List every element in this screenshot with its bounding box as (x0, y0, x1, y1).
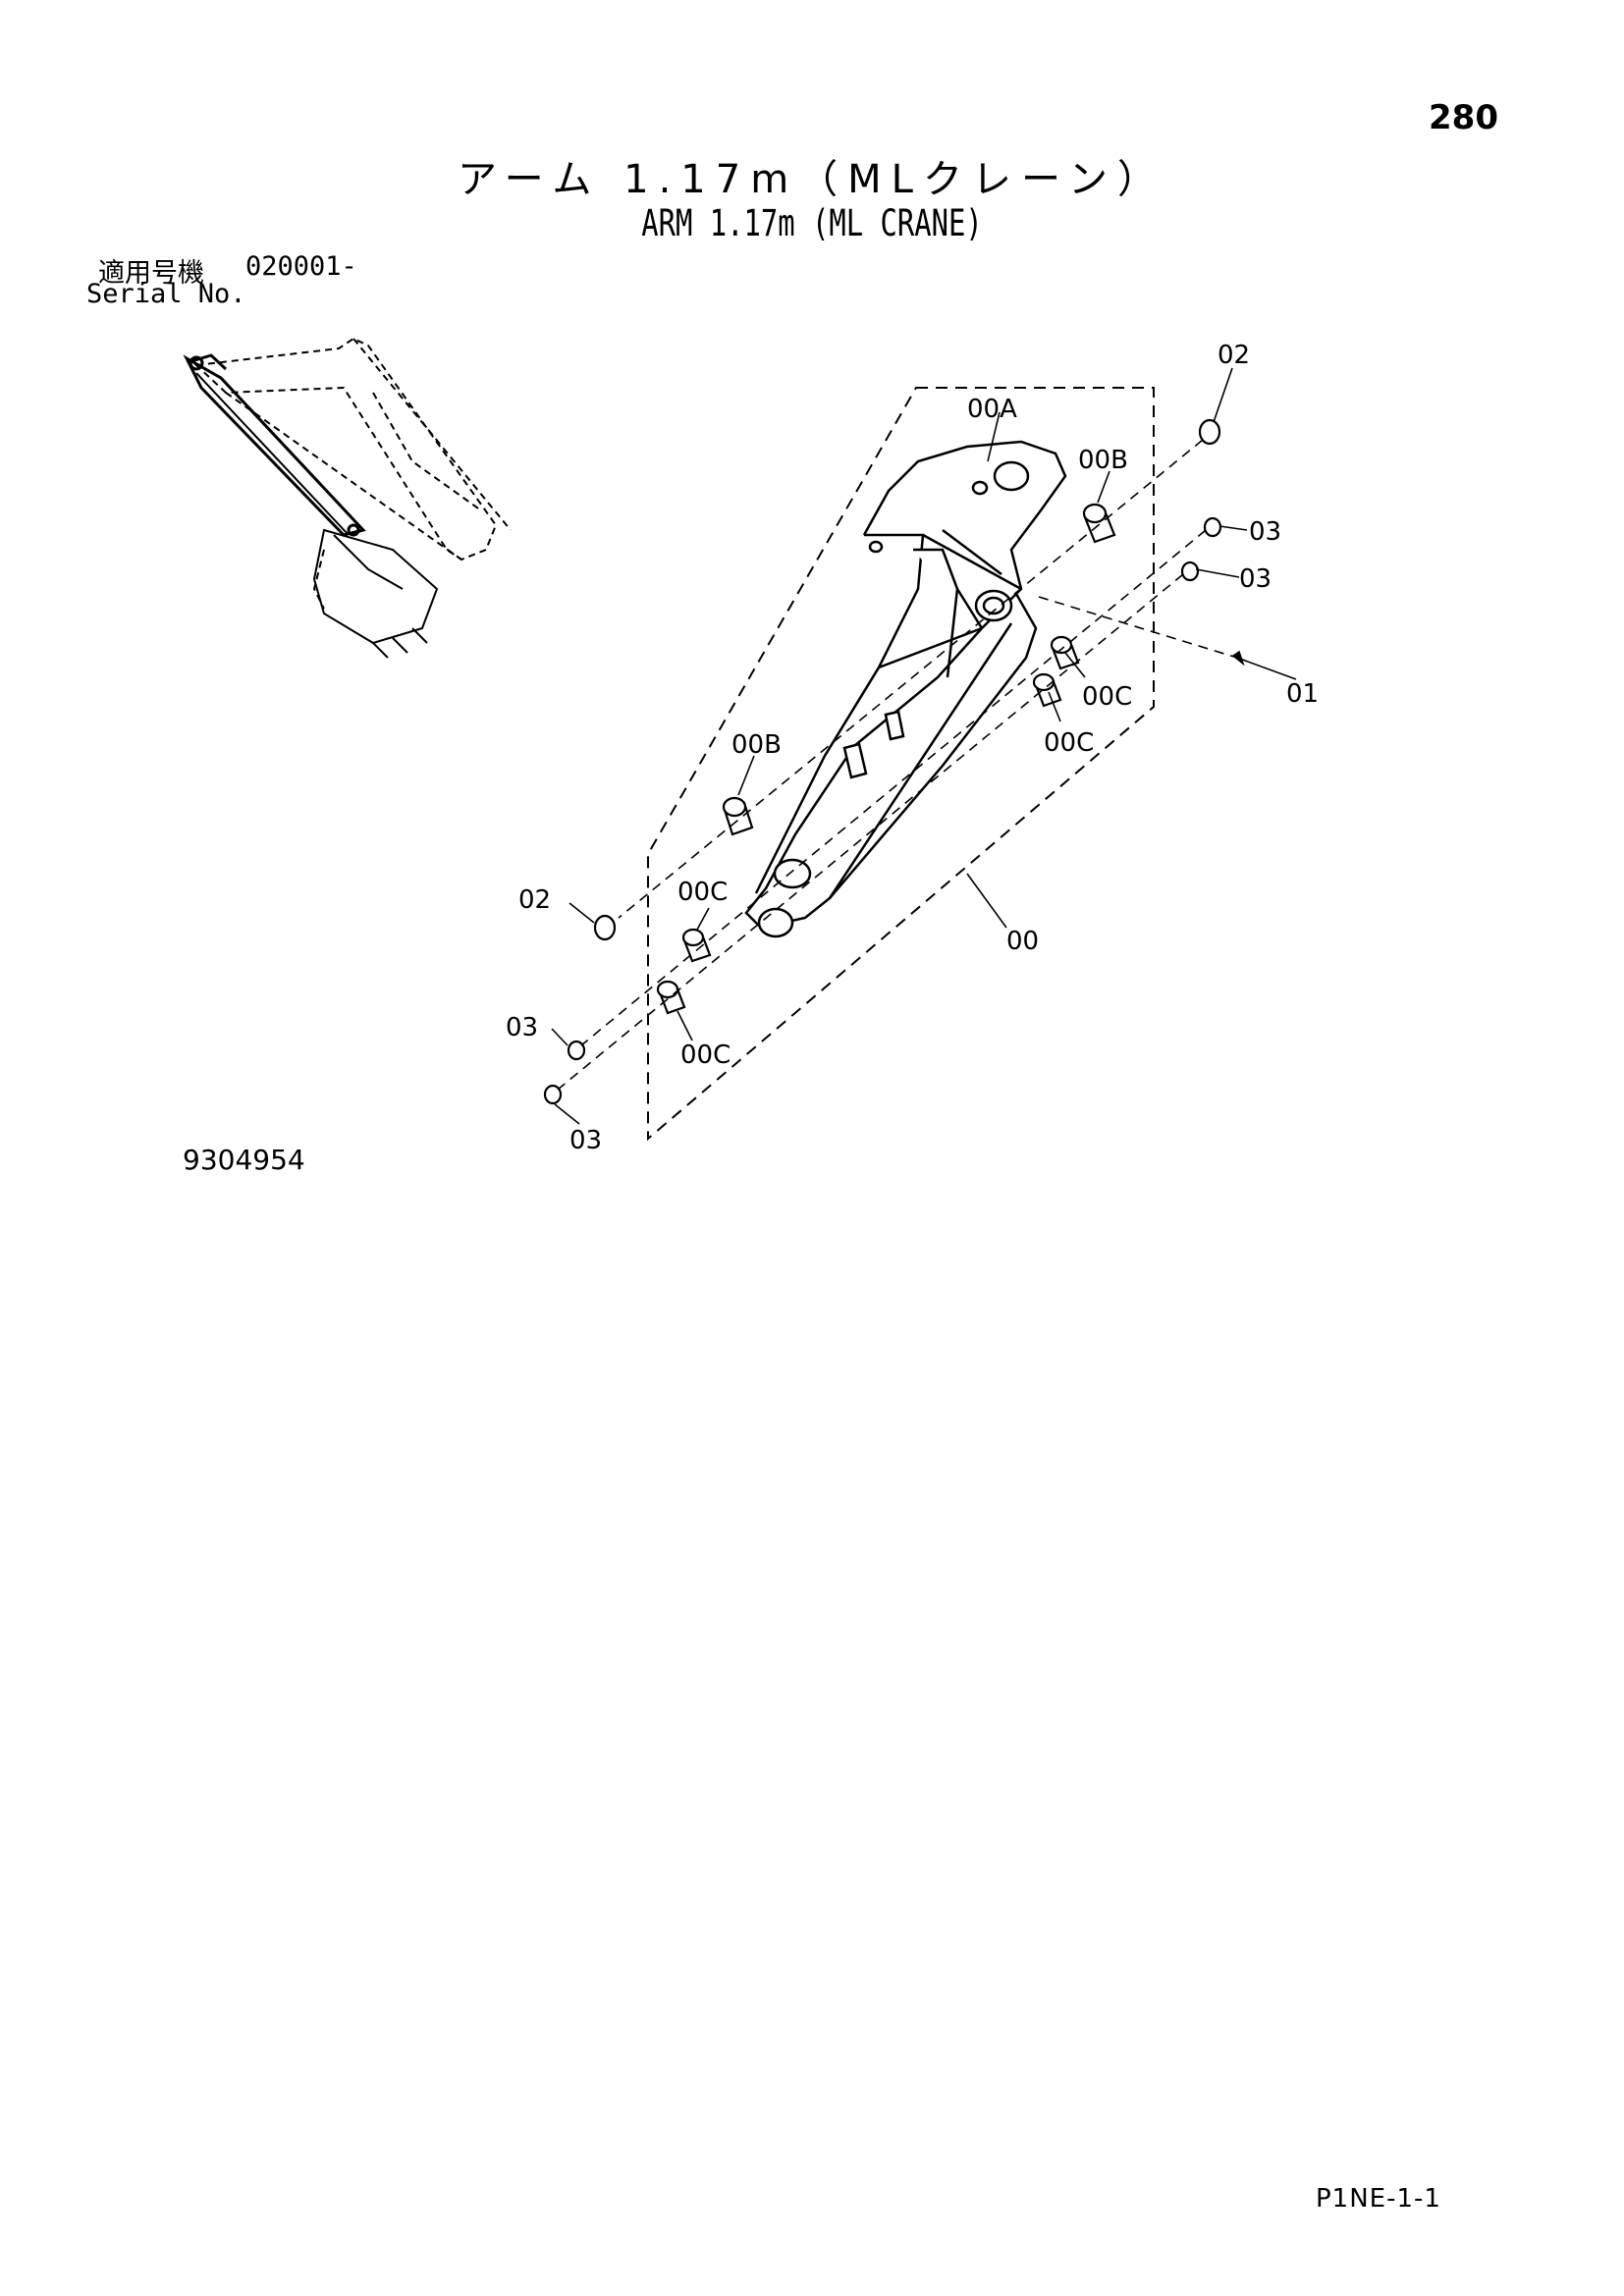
callout-03-c: 03 (506, 1013, 538, 1042)
callout-00C-d: 00C (680, 1041, 731, 1070)
callout-00B-top: 00B (1078, 446, 1128, 475)
callout-03-d: 03 (569, 1126, 602, 1155)
callout-00B-left: 00B (731, 730, 782, 760)
serial-label-japanese: 適用号機 (98, 258, 204, 289)
callout-03-a: 03 (1249, 517, 1281, 547)
serial-label-english: Serial No. (86, 279, 246, 309)
page-number: 280 (1429, 98, 1498, 137)
excavator-locator-icon (183, 337, 512, 659)
drawing-number: 9304954 (183, 1144, 305, 1176)
serial-value: 020001- (245, 251, 357, 282)
assembly-outline (647, 387, 1155, 1142)
title-english: ARM 1.17m (ML CRANE) (641, 202, 983, 244)
callout-labels: 02 00A 00B 03 03 01 00C 00C 00B 02 00C 0… (506, 341, 1319, 1155)
ring-02-top (1198, 418, 1221, 446)
callout-03-b: 03 (1239, 564, 1272, 594)
callout-00C-c: 00C (677, 878, 728, 907)
page-code: P1NE-1-1 (1316, 2184, 1441, 2214)
arm-body (744, 440, 1067, 938)
callout-02-top: 02 (1218, 341, 1250, 370)
callout-00C-a: 00C (1082, 682, 1132, 712)
exploded-parts-diagram: 02 00A 00B 03 03 01 00C 00C 00B 02 00C 0… (183, 337, 1319, 1155)
callout-00A: 00A (967, 395, 1017, 424)
callout-01: 01 (1286, 679, 1319, 709)
callout-02-left: 02 (518, 885, 551, 915)
callout-00: 00 (1006, 927, 1039, 956)
callout-00C-b: 00C (1044, 728, 1094, 758)
leader-lines (551, 367, 1297, 1125)
title-japanese: アーム 1.17m（MLクレーン） (458, 157, 1166, 202)
